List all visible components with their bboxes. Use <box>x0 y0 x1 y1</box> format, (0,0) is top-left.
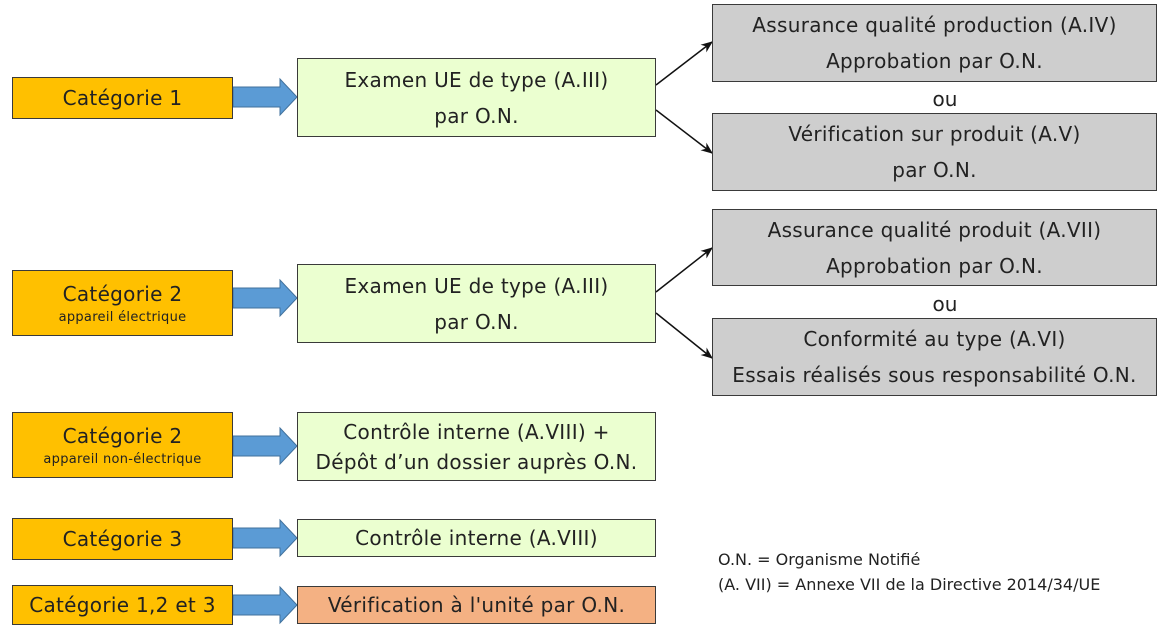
option-box-2: Vérification sur produit (A.V) par O.N. <box>712 113 1157 191</box>
legend-annex: (A. VII) = Annexe VII de la Directive 20… <box>718 575 1101 594</box>
block-arrow-3 <box>232 426 298 466</box>
option-line-2: Approbation par O.N. <box>826 49 1043 73</box>
procedure-line-1: Contrôle interne (A.VIII) <box>355 526 598 550</box>
option-box-4: Conformité au type (A.VI) Essais réalisé… <box>712 318 1157 396</box>
category-box-4: Catégorie 3 <box>12 518 233 560</box>
procedure-line-2: par O.N. <box>434 309 519 334</box>
legend-on: O.N. = Organisme Notifié <box>718 550 921 569</box>
line-arrow-2a <box>655 247 713 293</box>
option-box-3: Assurance qualité produit (A.VII) Approb… <box>712 209 1157 286</box>
category-label: Catégorie 2 <box>62 282 183 306</box>
procedure-line-1: Contrôle interne (A.VIII) + <box>343 419 610 444</box>
procedure-line-1: Examen UE de type (A.III) <box>344 67 609 92</box>
or-label: ou <box>932 292 958 316</box>
block-arrow-4 <box>232 518 298 558</box>
procedure-box-4: Contrôle interne (A.VIII) <box>297 519 656 557</box>
option-line-1: Conformité au type (A.VI) <box>803 327 1066 351</box>
line-arrow-1a <box>655 41 713 86</box>
category-label: Catégorie 1,2 et 3 <box>29 593 216 617</box>
line-arrow-1b <box>655 109 713 154</box>
block-arrow-5 <box>232 585 298 625</box>
option-line-1: Assurance qualité production (A.IV) <box>752 13 1117 37</box>
category-box-3: Catégorie 2 appareil non-électrique <box>12 412 233 478</box>
block-arrow-1 <box>232 77 298 117</box>
procedure-line-1: Examen UE de type (A.III) <box>344 273 609 298</box>
procedure-box-1: Examen UE de type (A.III) par O.N. <box>297 58 656 137</box>
option-line-2: Approbation par O.N. <box>826 253 1043 278</box>
block-arrow-2 <box>232 278 298 318</box>
category-box-1: Catégorie 1 <box>12 77 233 119</box>
category-box-5: Catégorie 1,2 et 3 <box>12 585 233 625</box>
procedure-line-2: par O.N. <box>434 103 519 128</box>
category-box-2: Catégorie 2 appareil électrique <box>12 270 233 336</box>
procedure-line-2: Dépôt d’un dossier auprès O.N. <box>315 449 638 474</box>
option-line-1: Assurance qualité produit (A.VII) <box>767 217 1102 242</box>
category-label: Catégorie 1 <box>62 86 183 110</box>
or-label: ou <box>932 87 958 111</box>
option-line-2: par O.N. <box>892 158 977 182</box>
category-sublabel: appareil électrique <box>58 310 187 325</box>
option-box-1: Assurance qualité production (A.IV) Appr… <box>712 4 1157 82</box>
procedure-box-2: Examen UE de type (A.III) par O.N. <box>297 264 656 343</box>
procedure-box-3: Contrôle interne (A.VIII) + Dépôt d’un d… <box>297 412 656 481</box>
line-arrow-2b <box>655 312 713 359</box>
procedure-box-5: Vérification à l'unité par O.N. <box>297 586 656 624</box>
category-label: Catégorie 2 <box>62 424 183 448</box>
category-label: Catégorie 3 <box>62 527 183 551</box>
category-sublabel: appareil non-électrique <box>43 452 202 467</box>
option-line-2: Essais réalisés sous responsabilité O.N. <box>732 363 1137 387</box>
option-line-1: Vérification sur produit (A.V) <box>788 122 1081 146</box>
procedure-line-1: Vérification à l'unité par O.N. <box>327 593 626 617</box>
